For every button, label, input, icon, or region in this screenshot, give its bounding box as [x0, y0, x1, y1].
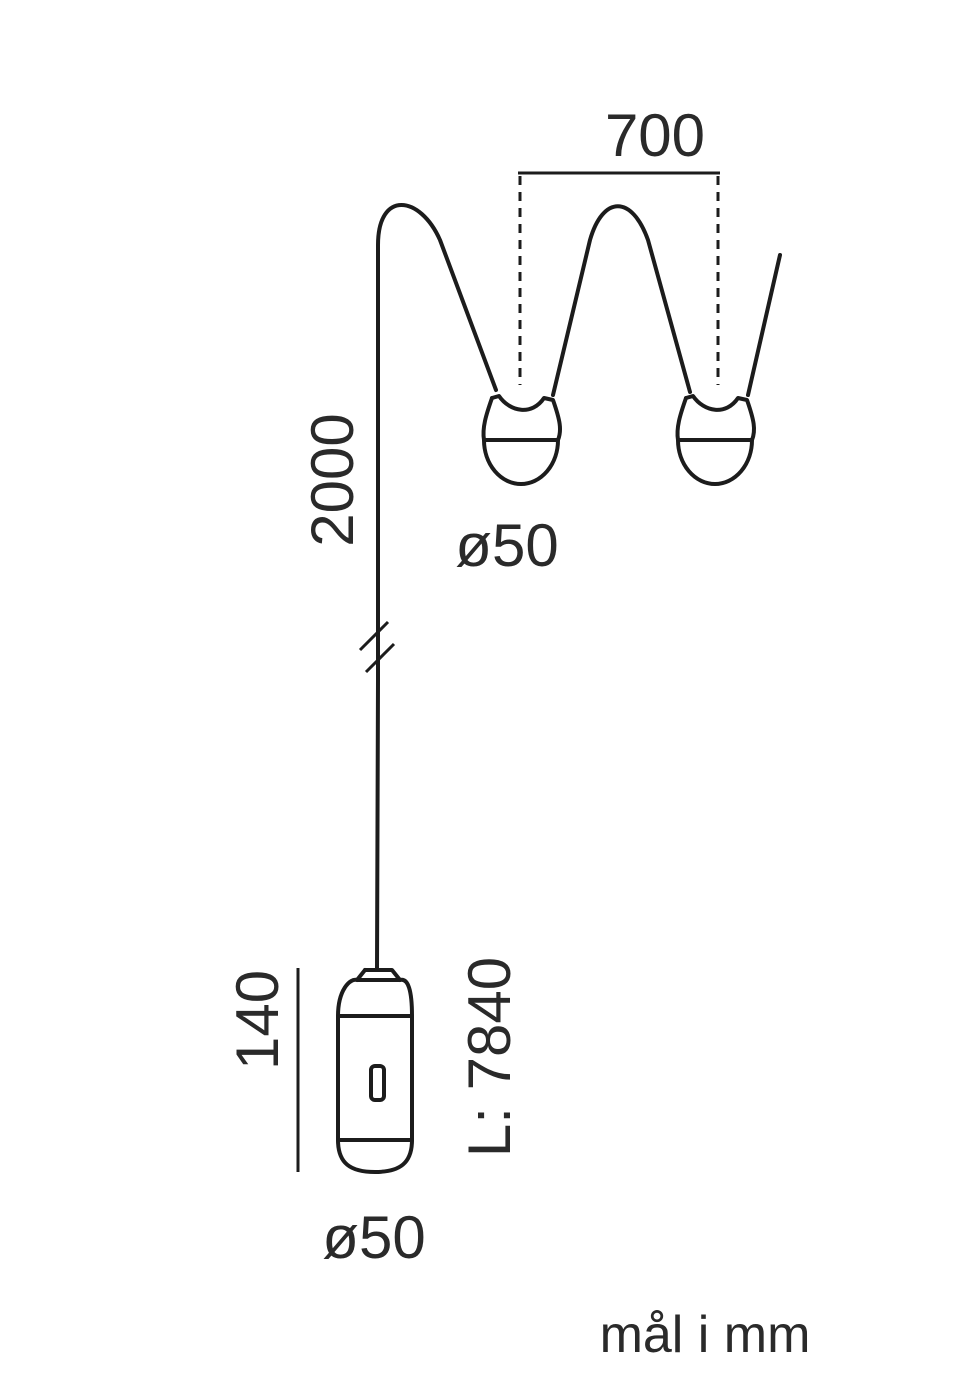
cable-break-mark: [358, 620, 396, 674]
battery-height-label: 140: [224, 970, 291, 1070]
spacing-label: 700: [605, 102, 705, 169]
units-note: mål i mm: [600, 1306, 811, 1364]
battery-diameter-label: ø50: [322, 1204, 425, 1271]
bulb-diameter-label: ø50: [455, 512, 558, 579]
total-length-label: L: 7840: [456, 957, 523, 1157]
bulb-2: [675, 394, 757, 486]
cable: [375, 203, 782, 970]
battery-box: [336, 968, 414, 1174]
battery-switch: [369, 1064, 386, 1102]
cable-length-label: 2000: [299, 413, 366, 546]
bulb-1: [481, 394, 563, 486]
